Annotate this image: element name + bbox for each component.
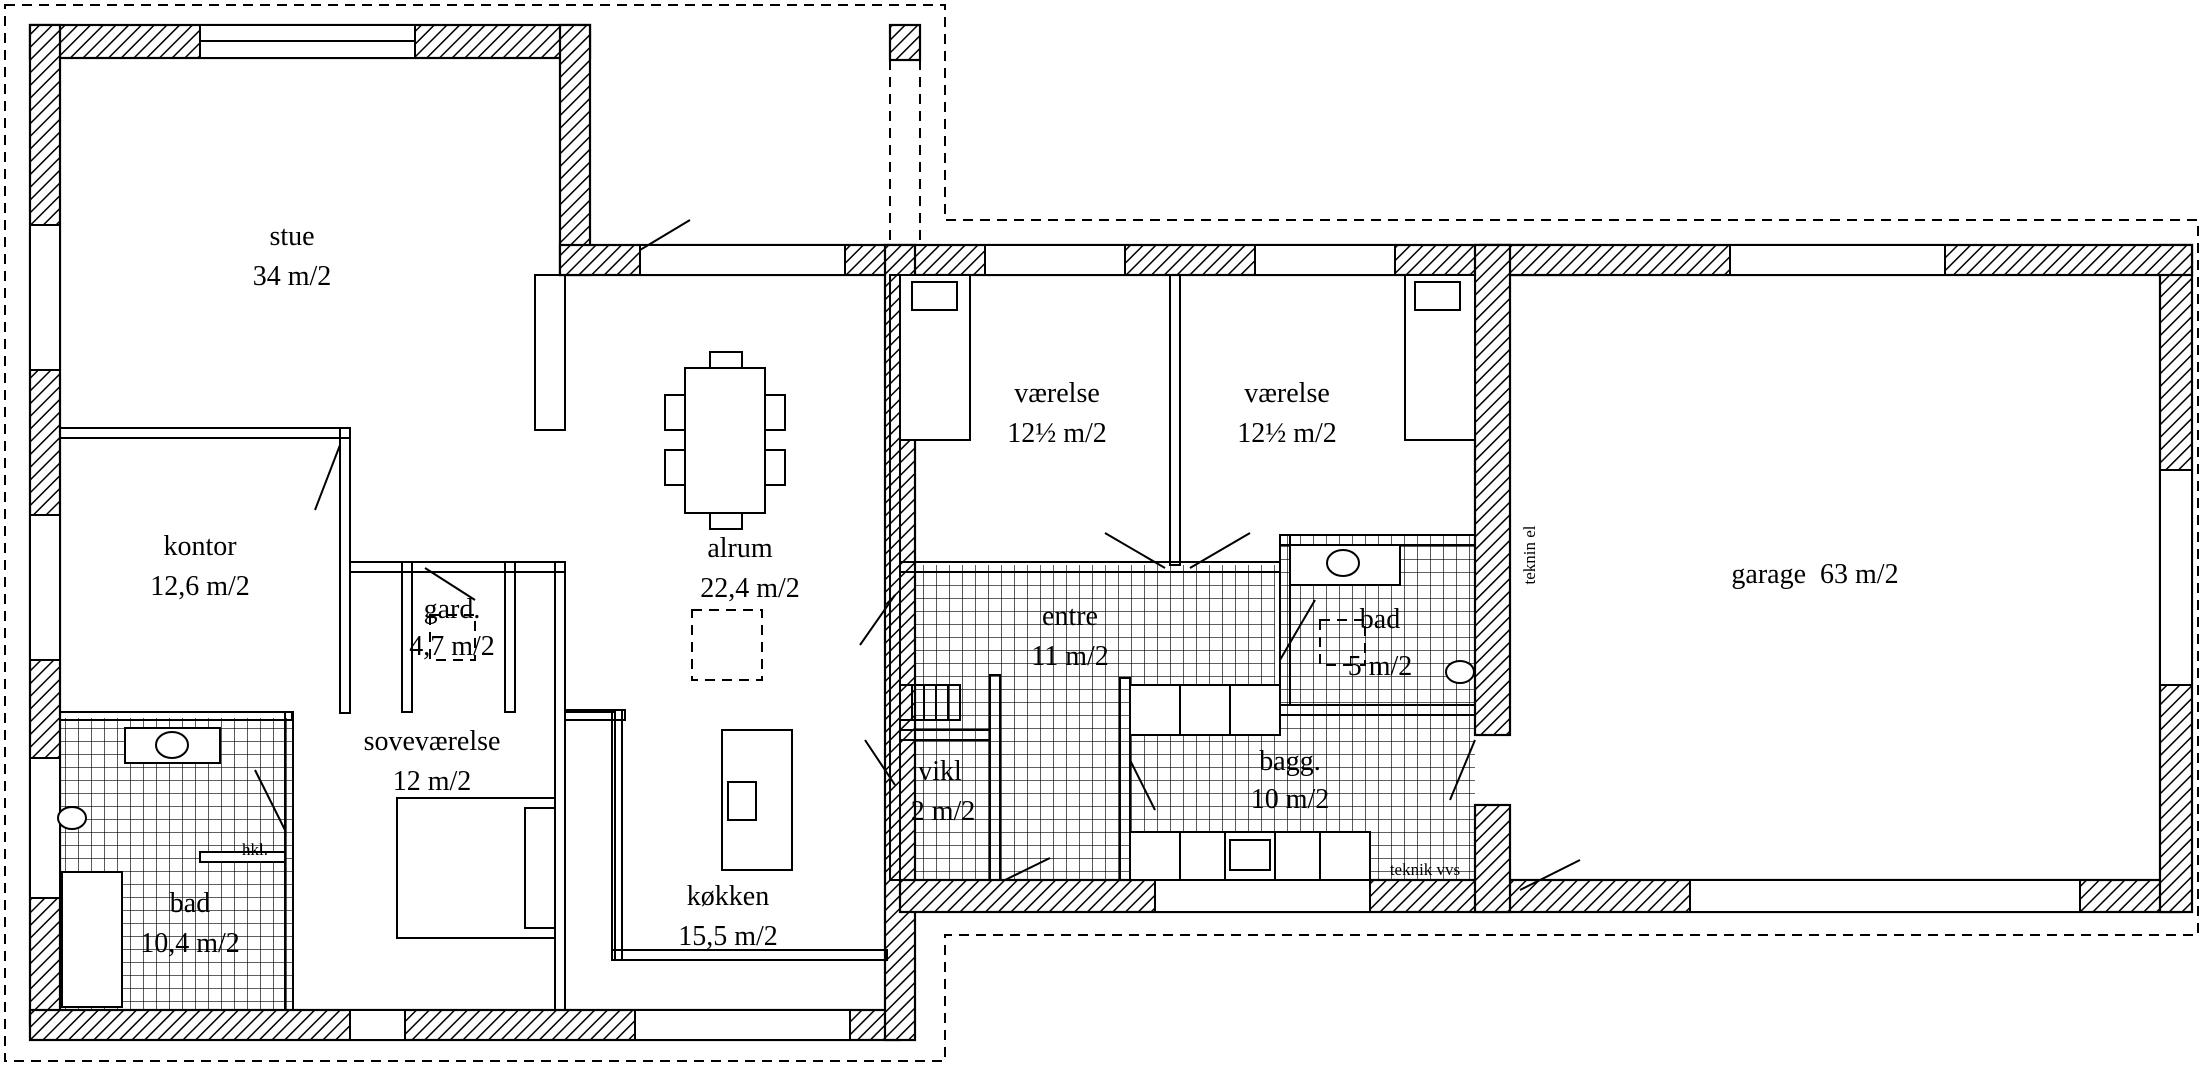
room-stue-area: 34 m/2 <box>253 261 332 292</box>
label-teknik-el: teknin el <box>1520 525 1539 584</box>
room-vaerelse2-name: værelse <box>1244 378 1330 409</box>
room-bagg-area: 10 m/2 <box>1251 784 1330 815</box>
room-gard-name: gard. <box>424 594 481 625</box>
room-kokken-area: 15,5 m/2 <box>678 921 778 952</box>
roof-outline <box>4 4 2199 1062</box>
room-alrum-area: 22,4 m/2 <box>700 573 800 604</box>
room-vaerelse1-area: 12½ m/2 <box>1007 418 1107 449</box>
room-vikl-name: vikl <box>918 756 962 787</box>
doors <box>254 219 1581 891</box>
room-vaerelse2-area: 12½ m/2 <box>1237 418 1337 449</box>
label-teknik-vvs: teknik vvs <box>1390 860 1460 879</box>
room-kokken-name: køkken <box>687 881 769 912</box>
room-sovevaerelse-name: soveværelse <box>364 726 501 757</box>
room-vikl-area: 2 m/2 <box>911 796 976 827</box>
room-vaerelse1-name: værelse <box>1014 378 1100 409</box>
room-gard-area: 4,7 m/2 <box>409 631 495 662</box>
room-entre-area: 11 m/2 <box>1031 641 1109 672</box>
room-entre-name: entre <box>1042 601 1098 632</box>
room-bagg-name: bagg. <box>1259 746 1320 777</box>
furniture <box>57 274 1476 1008</box>
room-bad1-name: bad <box>170 888 210 919</box>
room-garage-name: garage 63 m/2 <box>1731 559 1898 590</box>
label-hkl: hkl. <box>242 840 268 859</box>
stairs <box>899 684 961 721</box>
room-stue-name: stue <box>269 221 314 252</box>
room-kontor-area: 12,6 m/2 <box>150 571 250 602</box>
room-bad2-area: 5 m/2 <box>1348 651 1413 682</box>
room-bad2-name: bad <box>1360 604 1400 635</box>
room-kontor-name: kontor <box>163 531 237 562</box>
room-alrum-name: alrum <box>707 533 773 564</box>
room-labels: stue 34 m/2 kontor 12,6 m/2 gard. 4,7 m/… <box>140 221 1898 959</box>
room-sovevaerelse-area: 12 m/2 <box>393 766 472 797</box>
windows <box>29 24 2193 1041</box>
interior-walls <box>59 274 1476 1011</box>
room-bad1-area: 10,4 m/2 <box>140 928 240 959</box>
